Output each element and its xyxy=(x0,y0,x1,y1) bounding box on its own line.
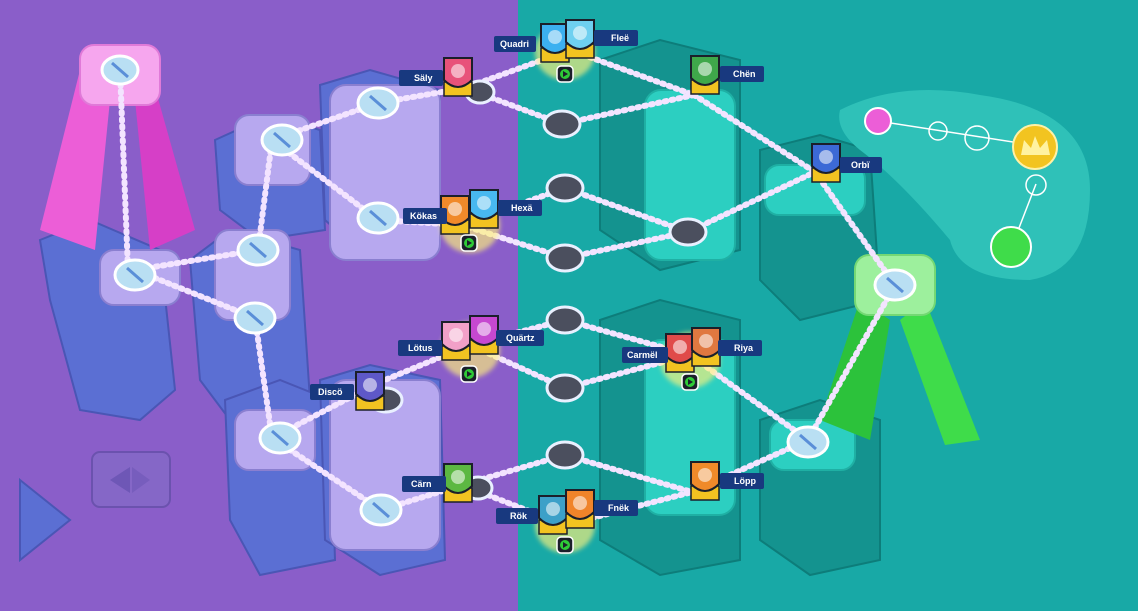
player-shield-quartz[interactable] xyxy=(470,316,498,354)
name-tag-chen[interactable]: Chën xyxy=(720,66,764,82)
svg-text:Chën: Chën xyxy=(733,69,756,79)
player-shield-orbi[interactable] xyxy=(812,144,840,182)
name-tag-rok[interactable]: Rök xyxy=(496,508,538,524)
play-button[interactable] xyxy=(682,374,698,390)
name-tag-disco[interactable]: Discö xyxy=(310,384,354,400)
player-shield-fnek[interactable] xyxy=(566,490,594,528)
player-shield-riya[interactable] xyxy=(692,328,720,366)
svg-text:Orbï: Orbï xyxy=(851,160,870,170)
name-tag-kokas[interactable]: Kökas xyxy=(403,208,447,224)
legend-start-node xyxy=(865,108,891,134)
player-avatar-icon xyxy=(448,202,462,216)
name-tag-carn[interactable]: Cärn xyxy=(402,476,446,492)
back-button[interactable] xyxy=(92,452,170,507)
svg-text:Rök: Rök xyxy=(510,511,528,521)
svg-text:Säly: Säly xyxy=(414,73,433,83)
player-shield-rok[interactable] xyxy=(539,496,567,534)
player-shield-quadri[interactable] xyxy=(541,24,569,62)
name-tag-lotus[interactable]: Lötus xyxy=(398,340,442,356)
svg-text:Lötus: Lötus xyxy=(408,343,433,353)
name-tag-fnek[interactable]: Fnëk xyxy=(594,500,638,516)
player-avatar-icon xyxy=(548,30,562,44)
svg-text:Fnëk: Fnëk xyxy=(608,503,630,513)
player-shield-hexa[interactable] xyxy=(470,190,498,228)
player-avatar-icon xyxy=(451,470,465,484)
svg-text:Riya: Riya xyxy=(734,343,754,353)
player-avatar-icon xyxy=(449,328,463,342)
player-shield-lopp[interactable] xyxy=(691,462,719,500)
svg-text:Fleë: Fleë xyxy=(611,33,629,43)
player-avatar-icon xyxy=(819,150,833,164)
play-button[interactable] xyxy=(557,66,573,82)
player-avatar-icon xyxy=(546,502,560,516)
player-avatar-icon xyxy=(699,334,713,348)
player-shield-saly[interactable] xyxy=(444,58,472,96)
player-shield-carmel[interactable] xyxy=(666,334,694,372)
player-avatar-icon xyxy=(573,26,587,40)
name-tag-carmel[interactable]: Carmël xyxy=(622,347,668,363)
player-shield-lotus[interactable] xyxy=(442,322,470,360)
player-avatar-icon xyxy=(673,340,687,354)
player-avatar-icon xyxy=(698,468,712,482)
name-tag-saly[interactable]: Säly xyxy=(399,70,443,86)
play-button[interactable] xyxy=(461,366,477,382)
svg-text:Kökas: Kökas xyxy=(410,211,437,221)
svg-text:Löpp: Löpp xyxy=(734,476,756,486)
svg-text:Hexä: Hexä xyxy=(511,203,534,213)
player-avatar-icon xyxy=(477,322,491,336)
name-tag-hexa[interactable]: Hexä xyxy=(498,200,542,216)
player-shield-carn[interactable] xyxy=(444,464,472,502)
right-towers xyxy=(600,40,880,575)
svg-text:Quadri: Quadri xyxy=(500,39,529,49)
svg-text:Carmël: Carmël xyxy=(627,350,658,360)
player-shield-chen[interactable] xyxy=(691,56,719,94)
name-tag-orbi[interactable]: Orbï xyxy=(840,157,882,173)
name-tag-quartz[interactable]: Quärtz xyxy=(496,330,544,346)
name-tag-riya[interactable]: Riya xyxy=(718,340,762,356)
svg-text:Quärtz: Quärtz xyxy=(506,333,535,343)
player-avatar-icon xyxy=(477,196,491,210)
play-button[interactable] xyxy=(557,537,573,553)
player-avatar-icon xyxy=(363,378,377,392)
player-shield-flee[interactable] xyxy=(566,20,594,58)
player-avatar-icon xyxy=(573,496,587,510)
legend-finish-node xyxy=(991,227,1031,267)
svg-text:Discö: Discö xyxy=(318,387,343,397)
play-button[interactable] xyxy=(461,235,477,251)
player-avatar-icon xyxy=(451,64,465,78)
name-tag-lopp[interactable]: Löpp xyxy=(720,473,764,489)
name-tag-quadri[interactable]: Quadri xyxy=(494,36,536,52)
name-tag-flee[interactable]: Fleë xyxy=(594,30,638,46)
player-shield-disco[interactable] xyxy=(356,372,384,410)
svg-text:Cärn: Cärn xyxy=(411,479,432,489)
player-avatar-icon xyxy=(698,62,712,76)
